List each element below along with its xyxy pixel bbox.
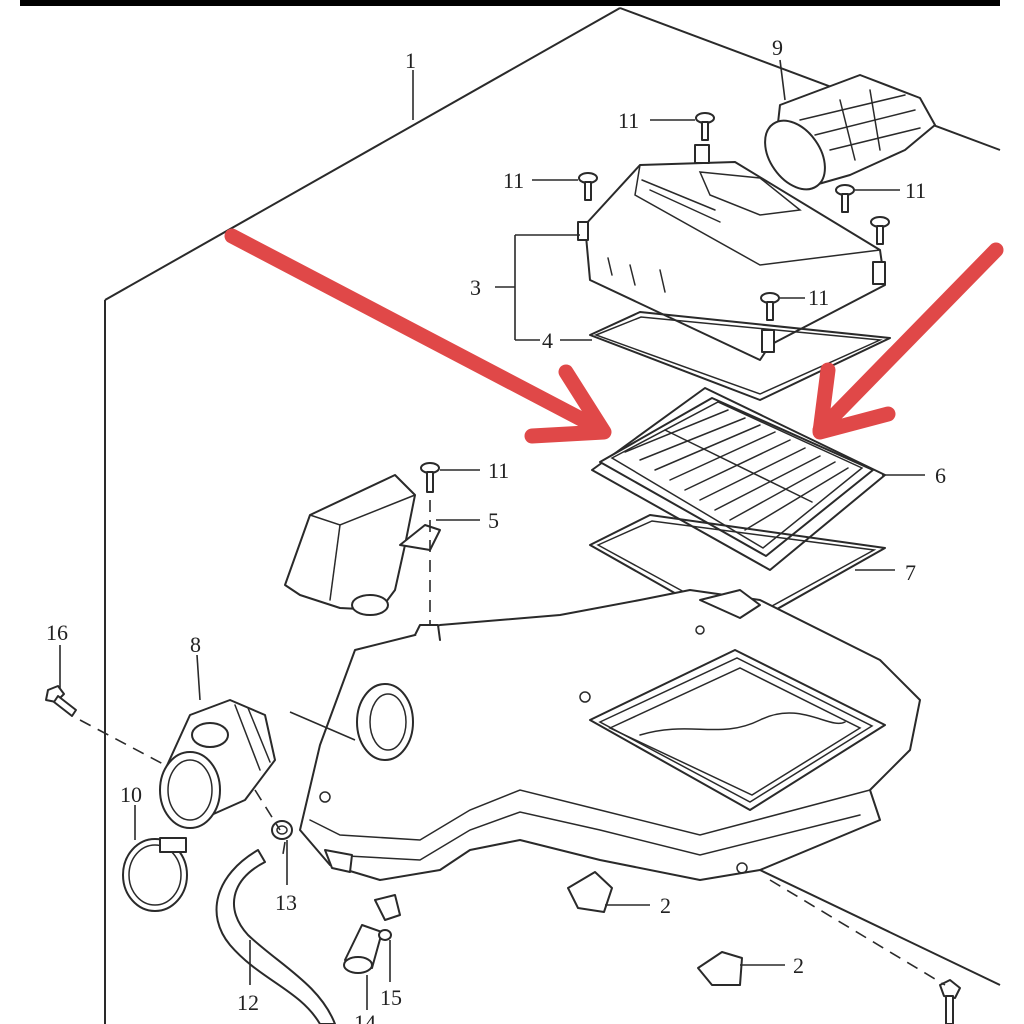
callout-5: 5 (488, 508, 499, 533)
callout-2: 2 (660, 893, 671, 918)
callout-10: 10 (120, 782, 142, 807)
screw (578, 172, 598, 201)
screw (760, 292, 780, 321)
callout-11: 11 (488, 458, 509, 483)
cover-gasket-part (589, 311, 891, 401)
callout-6: 6 (935, 463, 946, 488)
alignment-lines (79, 500, 946, 986)
highlight-arrows (224, 228, 1004, 444)
resonator-part (284, 474, 441, 616)
callout-12: 12 (237, 990, 259, 1015)
screw (870, 216, 890, 245)
screw (695, 112, 715, 141)
callout-11: 11 (905, 178, 926, 203)
callout-9: 9 (772, 35, 783, 60)
leader-lines (59, 59, 925, 1010)
left-red-arrow (224, 228, 612, 444)
clip-part (271, 820, 293, 840)
callout-4: 4 (542, 328, 553, 353)
callout-16: 16 (46, 620, 68, 645)
air-cleaner-cover-part (577, 144, 886, 361)
callout-13: 13 (275, 890, 297, 915)
bolt (45, 685, 77, 717)
bolt (939, 979, 961, 1024)
screw (420, 462, 440, 493)
callout-11: 11 (808, 285, 829, 310)
callout-2: 2 (793, 953, 804, 978)
air-filter-element-part (591, 387, 886, 571)
callout-11: 11 (618, 108, 639, 133)
top-bar (20, 0, 1000, 6)
callout-7: 7 (905, 560, 916, 585)
callouts: 1 9 11 11 11 11 11 3 4 5 6 7 8 16 10 13 … (46, 35, 946, 1024)
callout-15: 15 (380, 985, 402, 1010)
inlet-hose-part (159, 699, 276, 829)
drain-hose-part (215, 849, 336, 1024)
assembly-frame (104, 7, 1001, 1024)
intake-duct-part (764, 74, 936, 191)
screws-part (420, 112, 890, 493)
mount-rubber-part (567, 871, 743, 986)
callout-11: 11 (503, 168, 524, 193)
callout-8: 8 (190, 632, 201, 657)
screw (835, 184, 855, 213)
drain-valve-part (343, 924, 383, 974)
right-red-arrow (812, 242, 1004, 440)
callout-1: 1 (405, 48, 416, 73)
callout-14: 14 (354, 1010, 376, 1024)
callout-3: 3 (470, 275, 481, 300)
small-clip-part (378, 929, 392, 941)
air-cleaner-case-part (299, 589, 921, 921)
hose-clamp-part (122, 837, 188, 912)
